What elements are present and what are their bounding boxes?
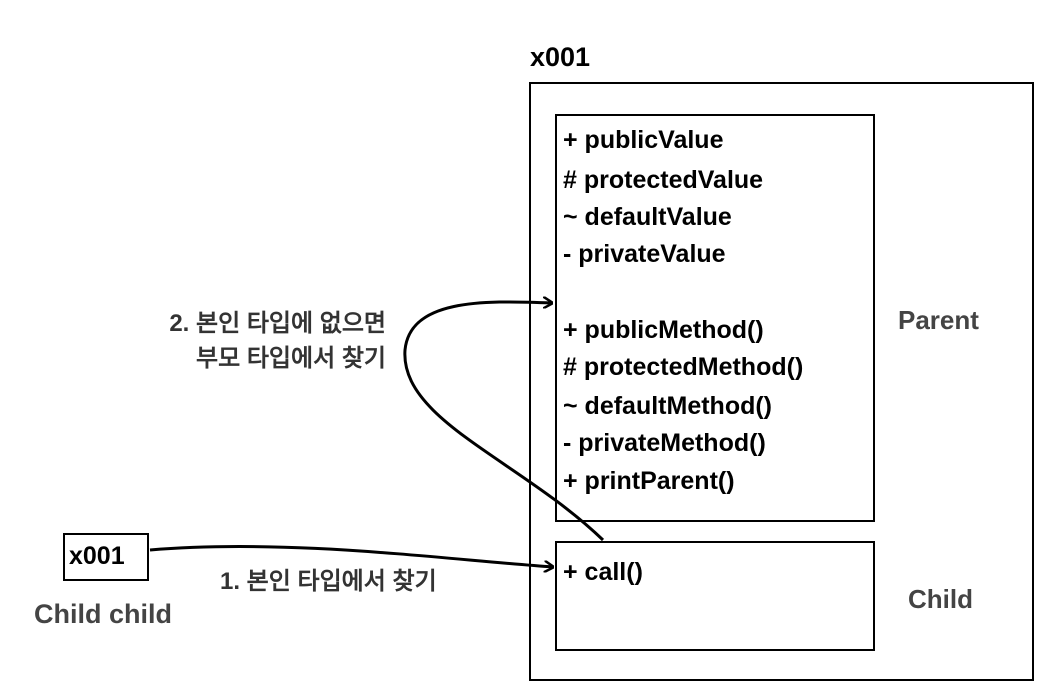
parent-label: Parent	[898, 305, 979, 335]
child-method: + call()	[563, 558, 643, 586]
parent-field: + publicValue	[563, 126, 724, 154]
parent-method: ~ defaultMethod()	[563, 392, 773, 420]
parent-method: + publicMethod()	[563, 316, 764, 344]
step-2-note: 2. 본인 타입에 없으면 부모 타입에서 찾기	[116, 307, 386, 377]
parent-field: ~ defaultValue	[563, 203, 732, 231]
child-box	[555, 541, 875, 651]
step-2-note-line-2: 부모 타입에서 찾기	[196, 344, 386, 372]
parent-field: # protectedValue	[563, 166, 764, 194]
step-1-note: 1. 본인 타입에서 찾기	[220, 568, 437, 595]
variable-declaration: Child child	[34, 599, 172, 629]
parent-method: + printParent()	[563, 467, 735, 495]
step-2-note-line-1: 2. 본인 타입에 없으면	[169, 310, 386, 337]
variable-value-box	[63, 533, 149, 581]
child-label: Child	[908, 584, 973, 614]
variable-value: x001	[69, 542, 125, 570]
memory-address-label: x001	[530, 42, 591, 72]
parent-method: # protectedMethod()	[563, 353, 804, 381]
parent-field: - privateValue	[563, 240, 726, 268]
parent-method: - privateMethod()	[563, 429, 766, 457]
arrow-step-1	[149, 545, 553, 567]
